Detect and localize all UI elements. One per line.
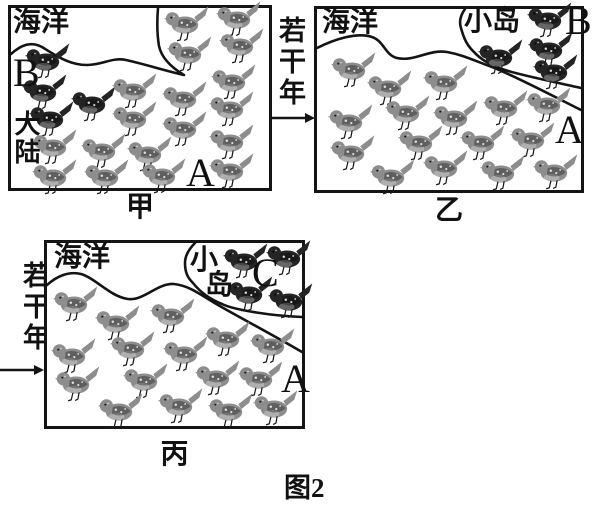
ocean-label: 海洋 [13, 7, 70, 38]
panel-bing: 海洋 小 岛 C A [44, 239, 313, 429]
panel-yi: 海洋 小岛 B A [314, 1, 592, 195]
sparrow-icon [369, 158, 415, 195]
island-outline-path [458, 7, 583, 90]
island-label: 小岛 [464, 6, 521, 37]
coastline-path [45, 271, 304, 354]
figure-caption: 图2 [284, 473, 325, 503]
sparrow-icon [83, 158, 129, 195]
panel-yi-caption: 乙 [434, 195, 463, 226]
sparrow-icon [208, 152, 254, 189]
sparrow-icon [477, 38, 523, 75]
transition-yi-to-bing: 若干年 [0, 258, 49, 388]
ocean-label: 海洋 [322, 7, 379, 38]
sparrow-icon [204, 320, 250, 357]
species-c-label: C [252, 250, 279, 295]
sparrow-icon [218, 27, 264, 64]
island-label-char2: 岛 [205, 270, 234, 301]
island-outline-path [183, 241, 304, 319]
transition-jia-to-yi: 若干年 [272, 16, 315, 136]
sparrow-icon [149, 297, 195, 334]
species-a-label: A [186, 150, 215, 195]
years-label: 若干年 [275, 16, 305, 109]
species-a-label: A [555, 107, 584, 152]
sparrow-icon [157, 387, 203, 424]
coastline-jia [9, 6, 186, 77]
sparrow-icon [532, 153, 578, 190]
sparrow-icon [207, 392, 253, 429]
sparrow-icon [479, 154, 525, 191]
panel-bing-caption: 丙 [160, 439, 189, 470]
panel-jia: 海洋 B 大陆 A [8, 0, 272, 195]
arrow-right-icon [0, 365, 44, 375]
coastline-path [315, 34, 583, 112]
sparrow-icon [54, 365, 100, 402]
sparrow-icon [140, 157, 186, 194]
species-a-label: A [281, 356, 310, 401]
panel-jia-caption: 甲 [125, 192, 154, 223]
sparrow-icon [52, 285, 98, 322]
coastline-path [9, 6, 186, 77]
years-label: 若干年 [19, 261, 49, 354]
species-b-label: B [565, 0, 592, 43]
species-b-label: B [13, 50, 40, 95]
sparrow-icon [422, 149, 468, 186]
island-label-char1: 小 [190, 245, 219, 276]
mainland-label: 大陆 [11, 110, 40, 166]
arrow-right-icon [272, 113, 315, 123]
coastline-yi [315, 7, 583, 112]
ocean-label: 海洋 [54, 242, 111, 273]
sparrow-icon [70, 85, 116, 122]
sparrow-icon [166, 35, 212, 72]
coastline-bing [45, 241, 304, 354]
sparrow-icon [97, 392, 143, 429]
